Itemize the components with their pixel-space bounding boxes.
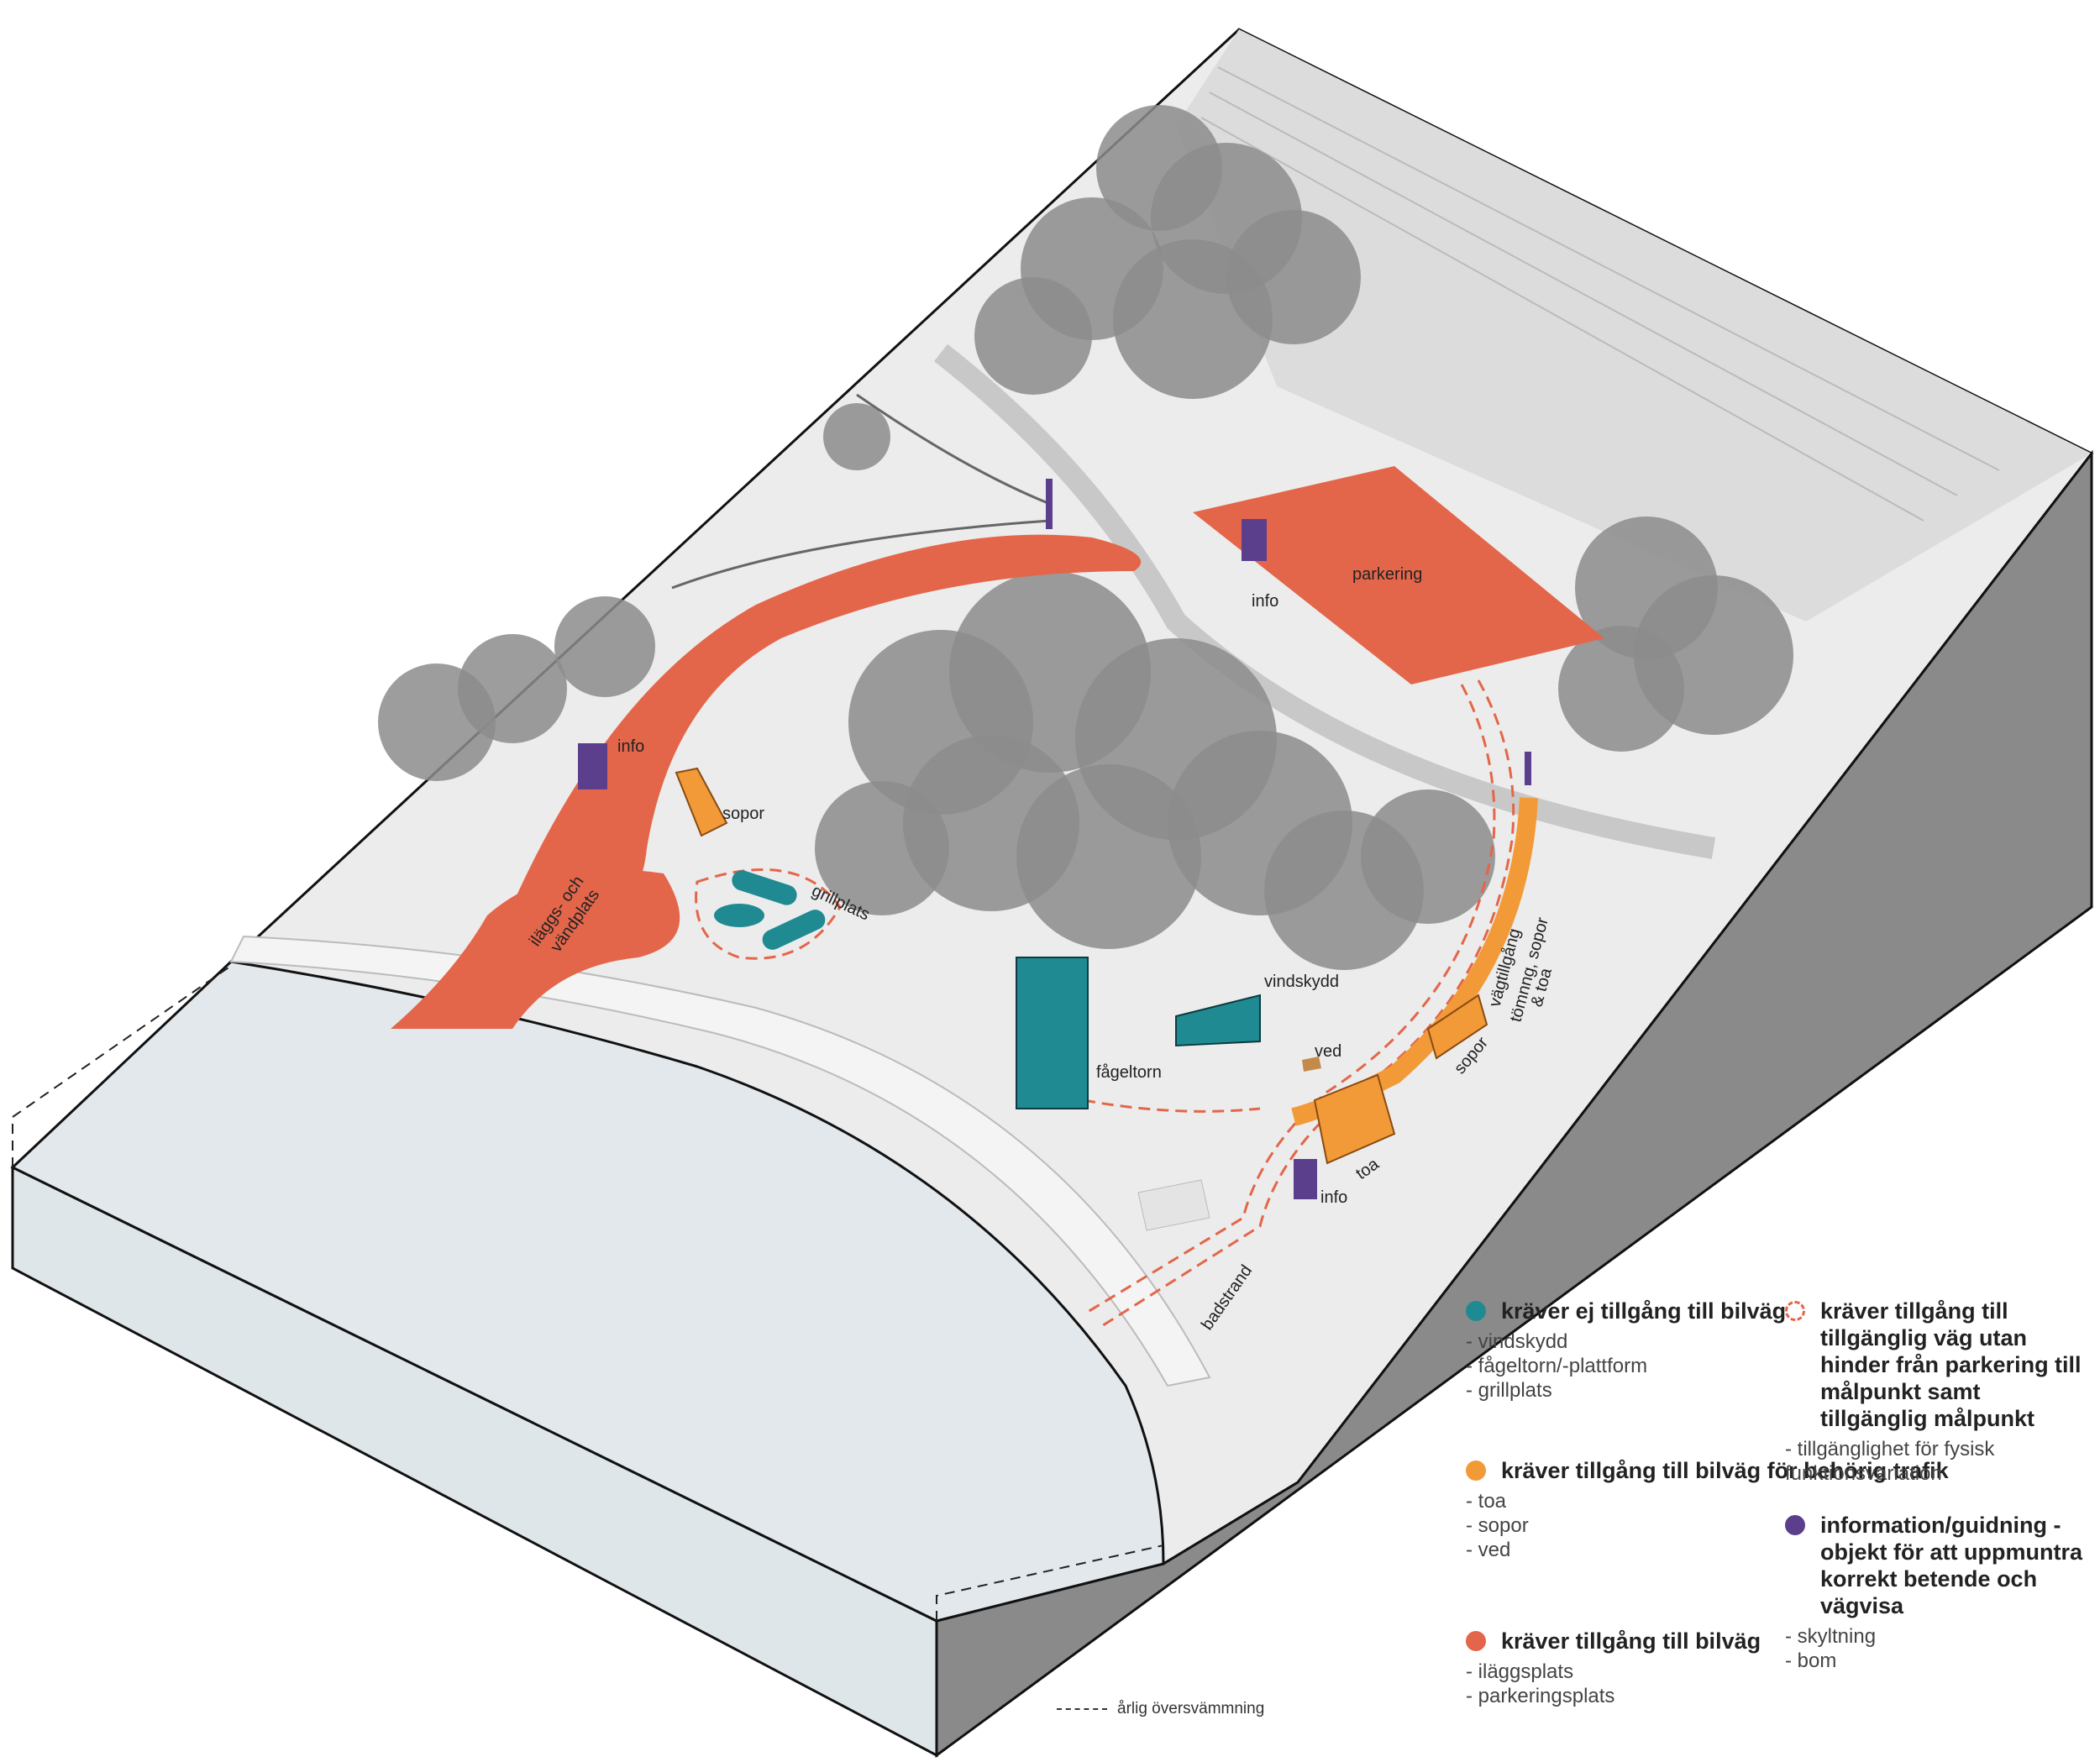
legend-item: - tillgänglighet för fysisk funktionsvar… — [1785, 1437, 2087, 1486]
sign-post-road — [1525, 752, 1531, 785]
sign-post-fence — [1046, 479, 1053, 529]
label-info-west: info — [617, 737, 644, 756]
sign-info-parking — [1242, 519, 1267, 561]
teal-dot-icon — [1466, 1301, 1486, 1321]
label-sopor-west: sopor — [722, 805, 764, 823]
label-info-parking: info — [1252, 592, 1278, 611]
dashed-ring-icon — [1785, 1301, 1805, 1321]
legend-title: kräver tillgång till tillgänglig väg uta… — [1785, 1298, 2087, 1432]
legend-accessible: kräver tillgång till tillgänglig väg uta… — [1785, 1298, 2087, 1486]
legend-item: - parkeringsplats — [1466, 1684, 1953, 1708]
red-dot-icon — [1466, 1631, 1486, 1651]
sign-info-beach — [1294, 1159, 1317, 1199]
label-info-beach: info — [1320, 1188, 1347, 1207]
legend-title: information/guidning - objekt för att up… — [1785, 1512, 2087, 1619]
label-fageltorn: fågeltorn — [1096, 1063, 1162, 1082]
legend-item: - skyltning — [1785, 1624, 2087, 1649]
legend-item: - bom — [1785, 1649, 2087, 1673]
label-vindskydd: vindskydd — [1264, 973, 1339, 991]
dashed-line-icon — [1057, 1708, 1107, 1710]
orange-dot-icon — [1466, 1460, 1486, 1481]
purple-dot-icon — [1785, 1515, 1805, 1535]
grill-fire-pit — [714, 904, 764, 927]
label-ved: ved — [1315, 1042, 1341, 1061]
legend-information: information/guidning - objekt för att up… — [1785, 1512, 2087, 1673]
sign-info-west — [578, 743, 607, 789]
legend-item: - toa — [1466, 1489, 1953, 1513]
label-parking: parkering — [1352, 565, 1422, 584]
flood-note: årlig översvämmning — [1057, 1700, 1264, 1718]
bird-tower — [1016, 957, 1088, 1109]
